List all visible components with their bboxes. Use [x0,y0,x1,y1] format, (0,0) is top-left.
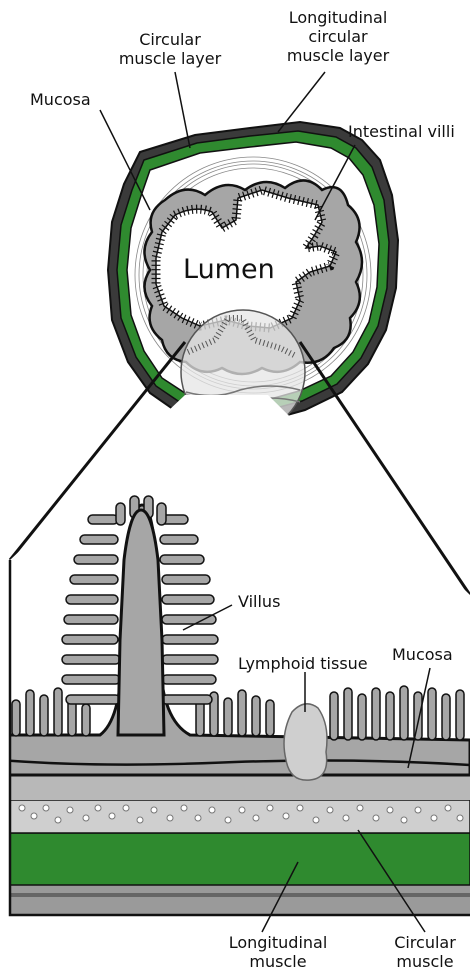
label-circular-muscle-line1: Circular [385,933,465,952]
villus-core [118,510,164,735]
label-circular-muscle-layer: Circular muscle layer [110,30,230,68]
label-intestinal-villi: Intestinal villi [348,122,455,141]
label-longitudinal-circular-line2: circular [278,27,398,46]
label-longitudinal-circular-line3: muscle layer [278,46,398,65]
label-mucosa-top: Mucosa [30,90,91,109]
label-longitudinal-muscle-line2: muscle [218,952,338,971]
label-mucosa-bottom: Mucosa [392,645,453,664]
label-lumen: Lumen [183,254,275,285]
label-lymphoid-tissue: Lymphoid tissue [238,654,368,673]
submucosa-band [0,775,470,800]
label-circular-layer-line2: muscle layer [110,49,230,68]
label-circular-layer-line1: Circular [110,30,230,49]
label-villus: Villus [238,592,280,611]
label-longitudinal-muscle-line1: Longitudinal [218,933,338,952]
label-circular-muscle: Circular muscle [385,933,465,971]
label-longitudinal-circular-line1: Longitudinal [278,8,398,27]
label-circular-muscle-line2: muscle [385,952,465,971]
label-longitudinal-circular-muscle-layer: Longitudinal circular muscle layer [278,8,398,65]
longitudinal-muscle-band [0,833,470,885]
lymphoid-tissue [284,704,327,780]
label-longitudinal-muscle: Longitudinal muscle [218,933,338,971]
leader-circular-layer [175,72,190,148]
circular-muscle-band [0,800,470,833]
